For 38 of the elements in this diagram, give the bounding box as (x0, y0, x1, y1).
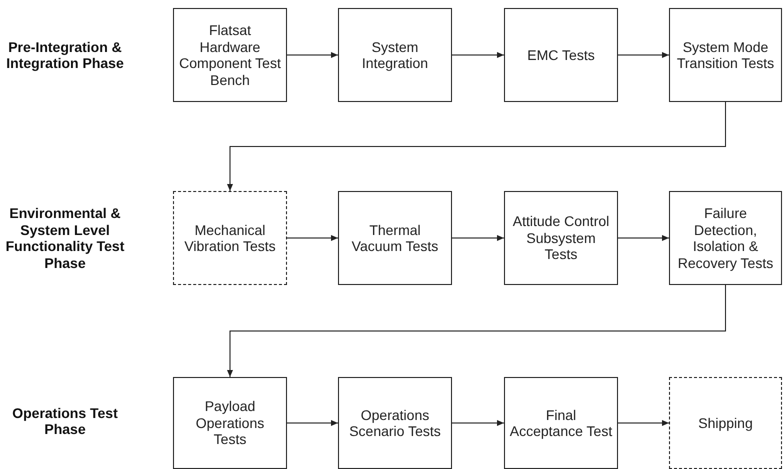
phase-label: Pre-Integration & Integration Phase (5, 38, 125, 72)
phase-label: Environmental & System Level Functionality Test Phase (4, 205, 126, 271)
arrow (452, 420, 504, 426)
box-label: Failure Detection, Isolation & Recovery Tests (676, 205, 774, 271)
box-label: System Integration (360, 38, 430, 72)
process-box (504, 8, 618, 102)
box-label: Attitude Control Subsystem Tests (512, 213, 610, 263)
process-box (504, 377, 618, 469)
process-box (173, 377, 287, 469)
arrow (286, 420, 338, 426)
arrow (618, 52, 670, 58)
arrow (286, 235, 338, 241)
process-box (669, 191, 782, 285)
arrow (618, 235, 670, 241)
arrow (227, 284, 726, 378)
box-label: Mechanical Vibration Tests (183, 222, 277, 254)
box-label: Operations Scenario Tests (348, 406, 442, 440)
process-box (338, 191, 452, 285)
process-box (338, 377, 452, 469)
arrow (286, 52, 338, 58)
process-box (338, 8, 452, 102)
box-label: Thermal Vacuum Tests (350, 222, 440, 254)
arrow (452, 52, 504, 58)
arrow (618, 420, 670, 426)
box-label: System Mode Transition Tests (676, 38, 776, 72)
box-label: Payload Operations Tests (194, 398, 266, 448)
box-label: Final Acceptance Test (508, 406, 614, 440)
box-label: Flatsat Hardware Component Test Bench (178, 22, 282, 88)
arrow (227, 102, 726, 192)
box-label: EMC Tests (526, 46, 596, 64)
phase-label: Operations Test Phase (11, 404, 119, 438)
box-label: Shipping (697, 414, 754, 432)
process-box (173, 8, 287, 102)
process-box (504, 191, 618, 285)
process-box (669, 8, 782, 102)
arrow (452, 235, 504, 241)
process-box (669, 377, 782, 469)
process-box (173, 191, 287, 285)
